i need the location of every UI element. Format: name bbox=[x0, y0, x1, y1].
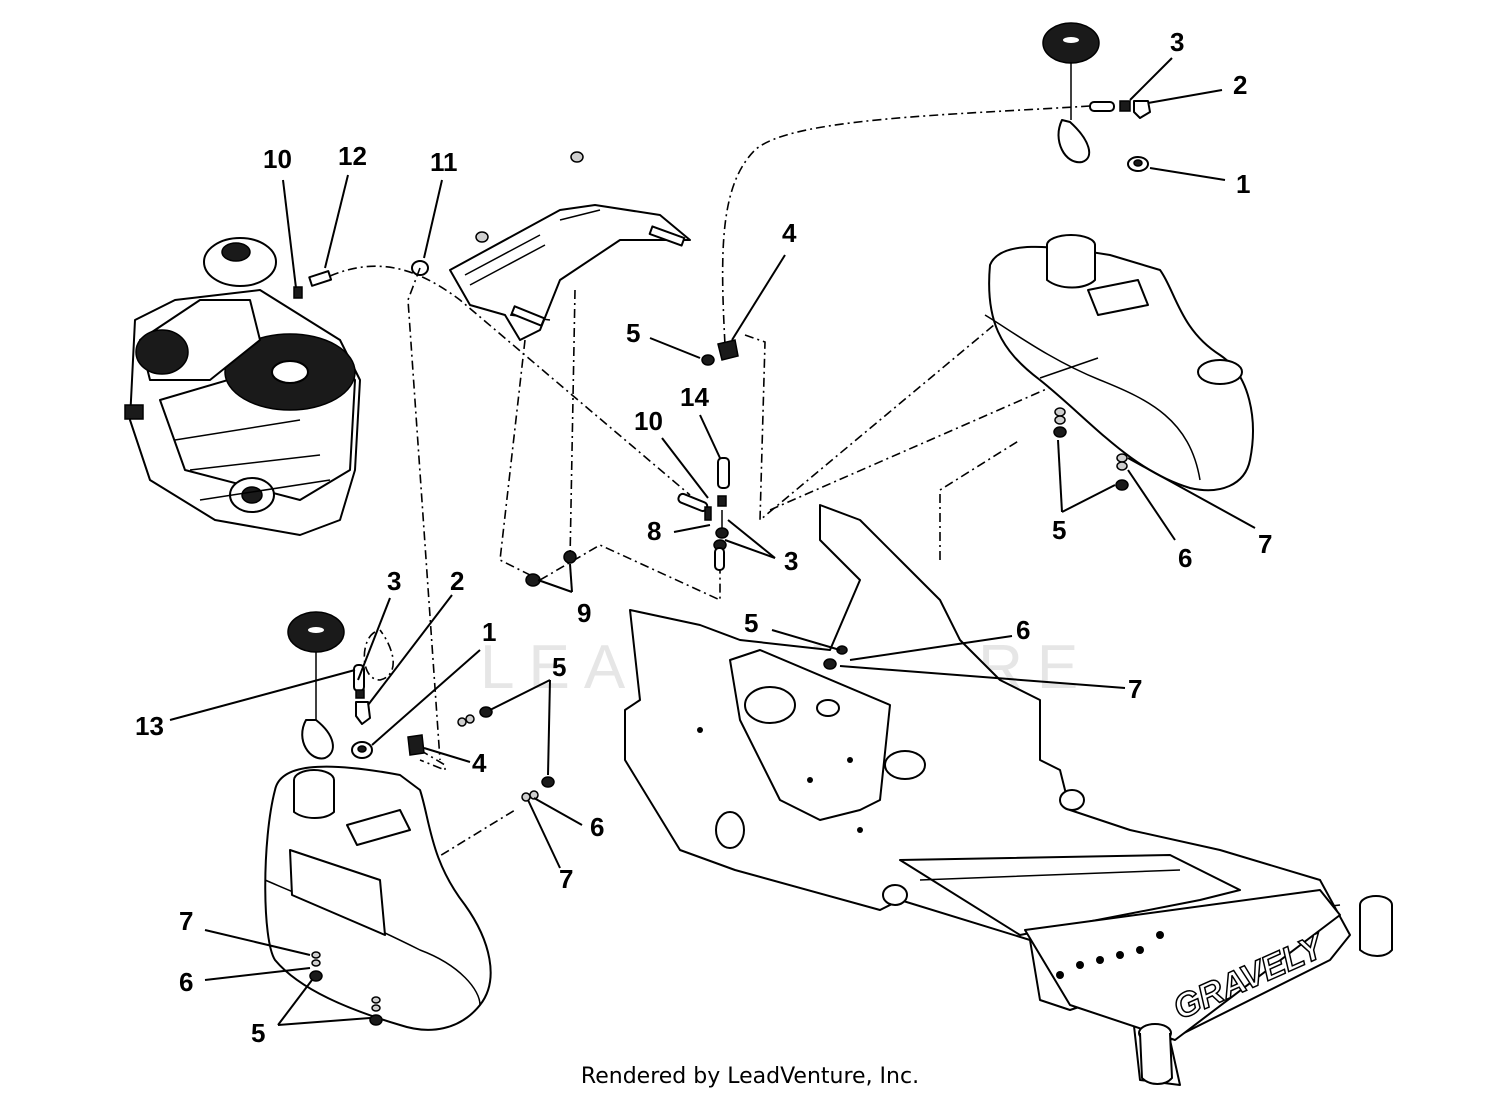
callout-14: 14 bbox=[680, 382, 709, 412]
engine bbox=[124, 237, 361, 536]
fuel-tank-right bbox=[984, 234, 1254, 492]
callout-5-right: 5 bbox=[1052, 515, 1066, 545]
callout-5-left: 5 bbox=[552, 652, 566, 682]
callout-5-bottom: 5 bbox=[251, 1018, 265, 1048]
callout-7-left: 7 bbox=[559, 864, 573, 894]
callout-7-right: 7 bbox=[1258, 529, 1272, 559]
callout-2-left: 2 bbox=[450, 566, 464, 596]
callout-3-top: 3 bbox=[1170, 27, 1184, 57]
callout-10-top: 10 bbox=[263, 144, 292, 174]
callout-10-center: 10 bbox=[634, 406, 663, 436]
fuel-tank-left bbox=[264, 765, 492, 1031]
callout-4-left: 4 bbox=[472, 748, 487, 778]
chassis-frame: GRAVELY bbox=[624, 504, 1393, 1086]
callout-12: 12 bbox=[338, 141, 367, 171]
callout-11: 11 bbox=[430, 147, 458, 177]
mounting-bracket bbox=[411, 151, 691, 341]
callout-3-left: 3 bbox=[387, 566, 401, 596]
callout-labels: 3 2 1 10 12 11 4 5 14 10 8 3 9 5 6 7 5 6… bbox=[135, 27, 1272, 1048]
callout-6-bottom: 6 bbox=[179, 967, 193, 997]
callout-4-center: 4 bbox=[782, 218, 797, 248]
center-fittings bbox=[525, 339, 739, 587]
callout-6-right: 6 bbox=[1178, 543, 1192, 573]
callout-6-left: 6 bbox=[590, 812, 604, 842]
callout-6-frame: 6 bbox=[1016, 615, 1030, 645]
callout-13: 13 bbox=[135, 711, 164, 741]
callout-3-center: 3 bbox=[784, 546, 798, 576]
callout-7-frame: 7 bbox=[1128, 674, 1142, 704]
fuel-lines bbox=[329, 105, 1091, 866]
callout-1-left: 1 bbox=[482, 617, 496, 647]
callout-5-frame: 5 bbox=[744, 608, 758, 638]
callout-2-top: 2 bbox=[1233, 70, 1247, 100]
callout-1-top: 1 bbox=[1236, 169, 1250, 199]
engine-fittings bbox=[293, 270, 333, 299]
callout-8: 8 bbox=[647, 516, 661, 546]
leader-lines bbox=[169, 57, 1256, 1026]
callout-5-center: 5 bbox=[626, 318, 640, 348]
callout-9: 9 bbox=[577, 598, 591, 628]
render-credit: Rendered by LeadVenture, Inc. bbox=[580, 1064, 920, 1089]
fuel-cap-right bbox=[1042, 22, 1151, 172]
callout-7-bottom: 7 bbox=[179, 906, 193, 936]
